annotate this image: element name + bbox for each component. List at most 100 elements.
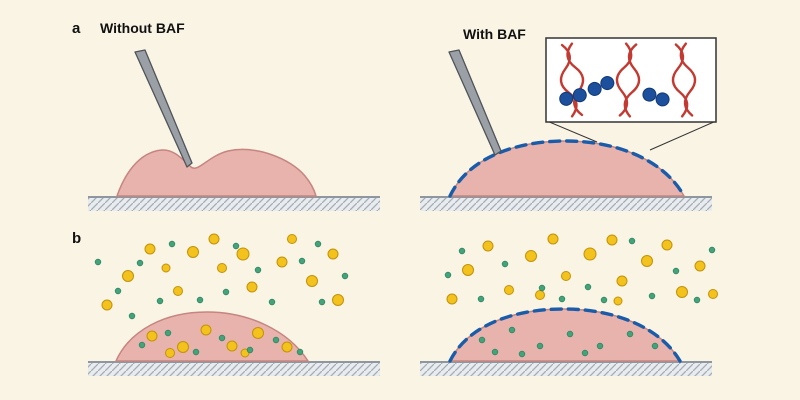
large-molecule-dot bbox=[276, 256, 288, 268]
coverslip-surface bbox=[420, 196, 712, 211]
large-molecule-dot bbox=[208, 233, 220, 245]
baf-dimer-icon bbox=[642, 87, 670, 107]
nucleus-droplet bbox=[114, 311, 310, 362]
baf-dimer-icon bbox=[559, 88, 587, 106]
large-molecule-dot bbox=[547, 233, 559, 245]
small-molecule-dot bbox=[218, 334, 226, 342]
small-molecule-dot bbox=[128, 312, 136, 320]
large-molecule-dot bbox=[165, 348, 175, 358]
panel-a-right-with-baf bbox=[420, 37, 717, 211]
micropipette-needle bbox=[134, 49, 193, 168]
baf-coat-dashed-outline bbox=[448, 307, 682, 363]
small-molecule-dot bbox=[458, 247, 466, 255]
coverslip-surface bbox=[88, 361, 380, 376]
with-baf-title: With BAF bbox=[463, 26, 526, 42]
large-molecule-dot bbox=[281, 341, 293, 353]
small-molecule-dot bbox=[672, 267, 680, 275]
small-molecules-group bbox=[94, 240, 349, 356]
large-molecule-dot bbox=[161, 263, 171, 273]
large-molecule-dot bbox=[236, 247, 250, 261]
without-baf-title: Without BAF bbox=[100, 20, 185, 36]
large-molecule-dot bbox=[661, 239, 673, 251]
large-molecule-dot bbox=[694, 260, 706, 272]
panel-b-label: b bbox=[72, 230, 81, 247]
small-molecule-dot bbox=[596, 342, 604, 350]
small-molecule-dot bbox=[477, 295, 485, 303]
baf-dna-inset bbox=[545, 37, 717, 123]
small-molecule-dot bbox=[232, 242, 240, 250]
surface-top-edge bbox=[420, 361, 712, 363]
large-molecule-dot bbox=[246, 281, 258, 293]
small-molecule-dot bbox=[566, 330, 574, 338]
small-molecule-dot bbox=[626, 330, 634, 338]
small-molecule-dot bbox=[508, 326, 516, 334]
small-molecule-dot bbox=[192, 348, 200, 356]
small-molecule-dot bbox=[600, 296, 608, 304]
large-molecule-dot bbox=[641, 255, 653, 267]
small-molecule-dot bbox=[156, 297, 164, 305]
large-molecule-dot bbox=[446, 293, 458, 305]
dna-helix bbox=[615, 42, 641, 118]
large-molecule-dot bbox=[482, 240, 494, 252]
surface-hatching bbox=[420, 196, 712, 211]
small-molecule-dot bbox=[628, 237, 636, 245]
large-molecule-dot bbox=[287, 234, 297, 244]
panel-b-right-with-baf bbox=[420, 233, 718, 376]
small-molecule-dot bbox=[296, 348, 304, 356]
large-molecule-dot bbox=[462, 264, 474, 276]
large-molecule-dot bbox=[616, 275, 628, 287]
small-molecule-dot bbox=[136, 259, 144, 267]
surface-top-edge bbox=[88, 196, 380, 198]
large-molecule-dot bbox=[561, 271, 571, 281]
large-molecule-dot bbox=[708, 289, 718, 299]
small-molecule-dot bbox=[581, 349, 589, 357]
large-molecule-dot bbox=[122, 270, 134, 282]
large-molecule-dot bbox=[583, 247, 597, 261]
small-molecule-dot bbox=[651, 342, 659, 350]
coverslip-surface bbox=[420, 361, 712, 376]
baf-coat-dashed-outline bbox=[448, 139, 686, 198]
small-molecule-dot bbox=[254, 266, 262, 274]
small-molecule-dot bbox=[708, 246, 716, 254]
small-molecule-dot bbox=[491, 348, 499, 356]
small-molecule-dot bbox=[501, 260, 509, 268]
surface-top-edge bbox=[88, 361, 380, 363]
small-molecule-dot bbox=[538, 284, 546, 292]
inset-callout-line-left bbox=[546, 120, 598, 143]
surface-hatching bbox=[88, 361, 380, 376]
large-molecule-dot bbox=[252, 327, 264, 339]
small-molecule-dot bbox=[518, 350, 526, 358]
large-molecule-dot bbox=[173, 286, 183, 296]
large-molecule-dot bbox=[200, 324, 212, 336]
large-molecule-dot bbox=[187, 246, 199, 258]
large-molecule-dot bbox=[525, 250, 537, 262]
large-molecule-dot bbox=[217, 263, 227, 273]
small-molecules-group bbox=[444, 237, 716, 358]
panel-b: b bbox=[72, 230, 718, 376]
coverslip-surface bbox=[88, 196, 380, 211]
surface-top-edge bbox=[420, 196, 712, 198]
small-molecule-dot bbox=[444, 271, 452, 279]
large-molecule-dot bbox=[177, 341, 189, 353]
dna-helix bbox=[671, 42, 697, 118]
large-molecule-dot bbox=[504, 285, 514, 295]
large-molecule-dot bbox=[535, 290, 545, 300]
small-molecule-dot bbox=[222, 288, 230, 296]
nucleus-droplet-deformed bbox=[115, 148, 317, 197]
small-molecule-dot bbox=[536, 342, 544, 350]
small-molecule-dot bbox=[246, 346, 254, 354]
nucleus-droplet-dome bbox=[448, 140, 686, 197]
large-molecule-dot bbox=[606, 234, 618, 246]
small-molecule-dot bbox=[94, 258, 102, 266]
large-molecule-dot bbox=[613, 296, 623, 306]
small-molecule-dot bbox=[272, 336, 280, 344]
small-molecule-dot bbox=[558, 295, 566, 303]
small-molecule-dot bbox=[584, 283, 592, 291]
inset-callout-line-right bbox=[649, 120, 717, 151]
small-molecule-dot bbox=[196, 296, 204, 304]
large-molecule-dot bbox=[101, 299, 113, 311]
panel-a-left-without-baf bbox=[88, 49, 380, 211]
micropipette-needle bbox=[448, 49, 502, 156]
